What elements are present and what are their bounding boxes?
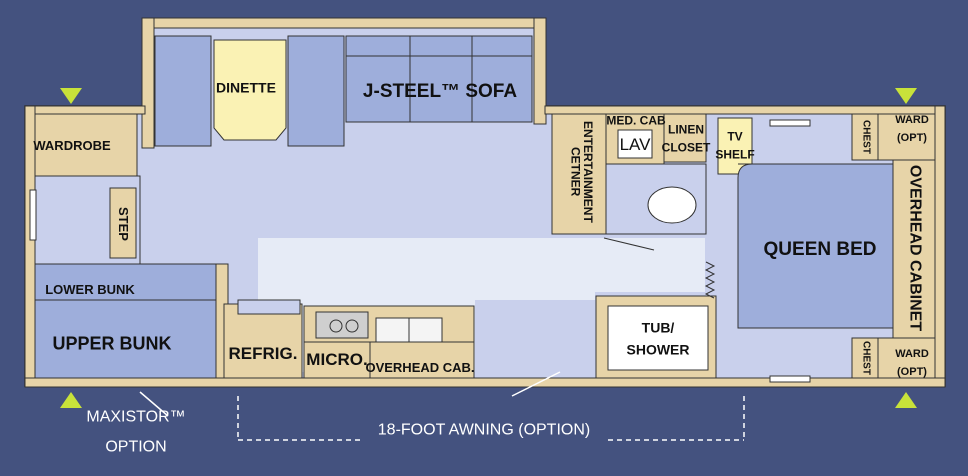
sofa-label: J-STEEL™ SOFA (362, 81, 518, 103)
shelf-label: SHELF (715, 147, 755, 162)
wardrobe-label: WARDROBE (33, 138, 111, 154)
slideout-frame (141, 17, 547, 149)
kitchen (223, 299, 475, 379)
med-cab-label: MED. CAB (606, 113, 666, 128)
ward-bottom-label: WARD (895, 348, 929, 361)
shower-label: SHOWER (626, 341, 690, 358)
ward-top-opt-label: (OPT) (897, 132, 927, 145)
refrigerator-label: REFRIG. (228, 344, 298, 364)
lower-bunk-label: LOWER BUNK (45, 282, 135, 298)
marker-triangles (60, 88, 917, 408)
queen-bed-label: QUEEN BED (763, 239, 877, 261)
ward-top-label: WARD (895, 114, 929, 127)
awning-label: 18-FOOT AWNING (OPTION) (377, 421, 591, 439)
lav-label: LAV (619, 135, 651, 155)
maxistor-label: MAXISTOR™ (86, 408, 186, 426)
ward-bottom-opt-label: (OPT) (897, 366, 927, 379)
chest-bottom-label: CHEST (860, 341, 872, 375)
overhead-cab-label: OVERHEAD CAB. (365, 360, 475, 376)
chest-top-label: CHEST (860, 120, 872, 154)
walls (24, 105, 946, 388)
dinette-label: DINETTE (216, 79, 276, 96)
sofa-area (345, 35, 533, 123)
bedroom (704, 113, 936, 379)
step-label: STEP (115, 207, 131, 241)
microwave-label: MICRO. (306, 350, 368, 370)
maxistor-option-label: OPTION (105, 438, 167, 456)
windows (29, 119, 811, 383)
overhead-cabinet-label: OVERHEAD CABINET (906, 164, 924, 332)
upper-bunk-label: UPPER BUNK (52, 333, 172, 354)
bath-area (551, 113, 753, 379)
tv-label: TV (727, 129, 743, 144)
entertainment-center-label: ENTERTAINMENT CETNER (568, 121, 595, 223)
bunk-area (34, 113, 229, 379)
tub-label: TUB/ (641, 319, 675, 336)
linen-label: LINEN (668, 122, 704, 137)
dinette-area (154, 35, 345, 147)
awning-dimension (139, 371, 745, 441)
closet-label: CLOSET (661, 140, 711, 155)
